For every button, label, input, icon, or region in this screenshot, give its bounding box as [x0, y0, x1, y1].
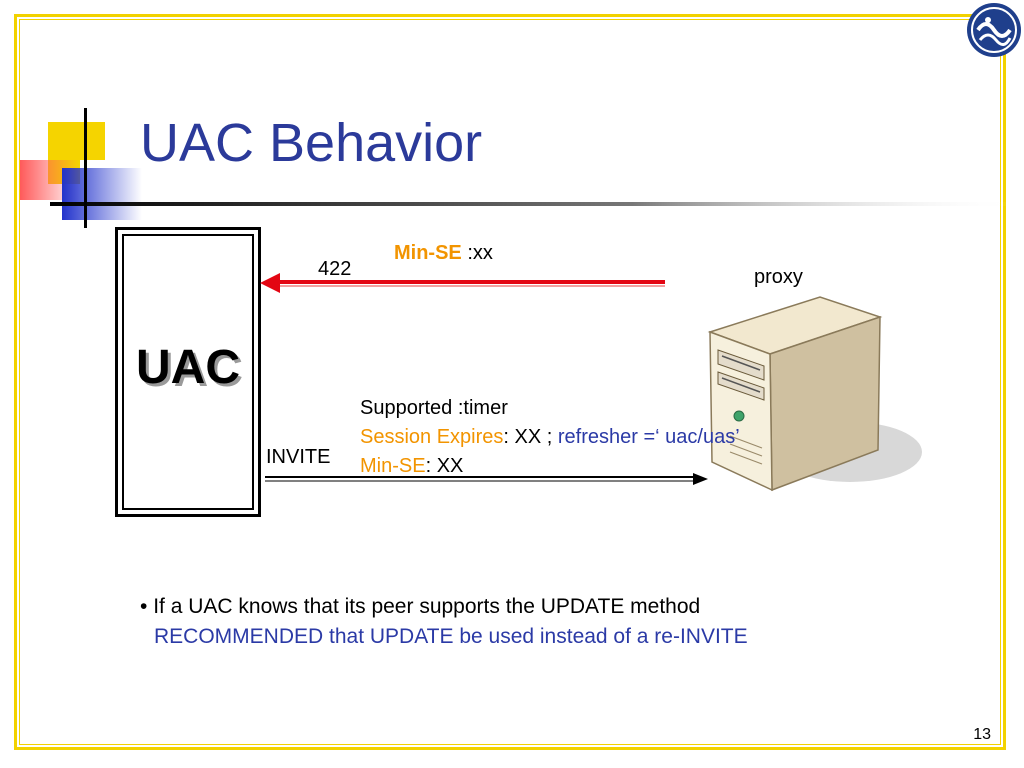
bullet-text-1: If a UAC knows that its peer supports th…: [153, 595, 701, 618]
bullet-line-2: RECOMMENDED that UPDATE be used instead …: [154, 625, 748, 648]
logo-icon: [967, 3, 1021, 57]
min-se-name: Min-SE: [360, 455, 426, 477]
uac-box-inner-border: [122, 234, 254, 510]
invite-header-min-se: Min-SE: XX: [360, 455, 463, 478]
slide-frame-inner: [19, 19, 1001, 745]
invite-header-session-expires: Session Expires: XX ; refresher =‘ uac/u…: [360, 426, 740, 449]
uac-label: UAC: [136, 341, 240, 394]
invite-arrowhead: [693, 473, 708, 485]
session-expires-value: : XX ;: [503, 426, 558, 448]
response-header: Min-SE :xx: [394, 242, 493, 265]
response-header-name: Min-SE: [394, 242, 462, 264]
slide-frame: [14, 14, 1006, 750]
response-arrowhead: [260, 273, 280, 293]
bullet-line-1: • If a UAC knows that its peer supports …: [140, 592, 748, 622]
server-icon: [707, 296, 922, 492]
slide-title: UAC Behavior: [140, 113, 483, 173]
refresher-param: refresher =‘ uac/uas’: [557, 426, 740, 448]
min-se-value: : XX: [425, 455, 464, 477]
page-number: 13: [973, 726, 991, 743]
response-code: 422: [318, 258, 352, 280]
invite-label: INVITE: [266, 446, 331, 468]
bullet-block: • If a UAC knows that its peer supports …: [140, 592, 748, 652]
session-expires-name: Session Expires: [360, 426, 504, 448]
uac-box: [115, 227, 261, 517]
response-header-value: :xx: [461, 242, 493, 264]
proxy-label: proxy: [754, 266, 803, 288]
bullet-marker: •: [140, 595, 148, 618]
invite-header-supported: Supported :timer: [360, 397, 508, 419]
title-decoration: [20, 108, 1020, 228]
